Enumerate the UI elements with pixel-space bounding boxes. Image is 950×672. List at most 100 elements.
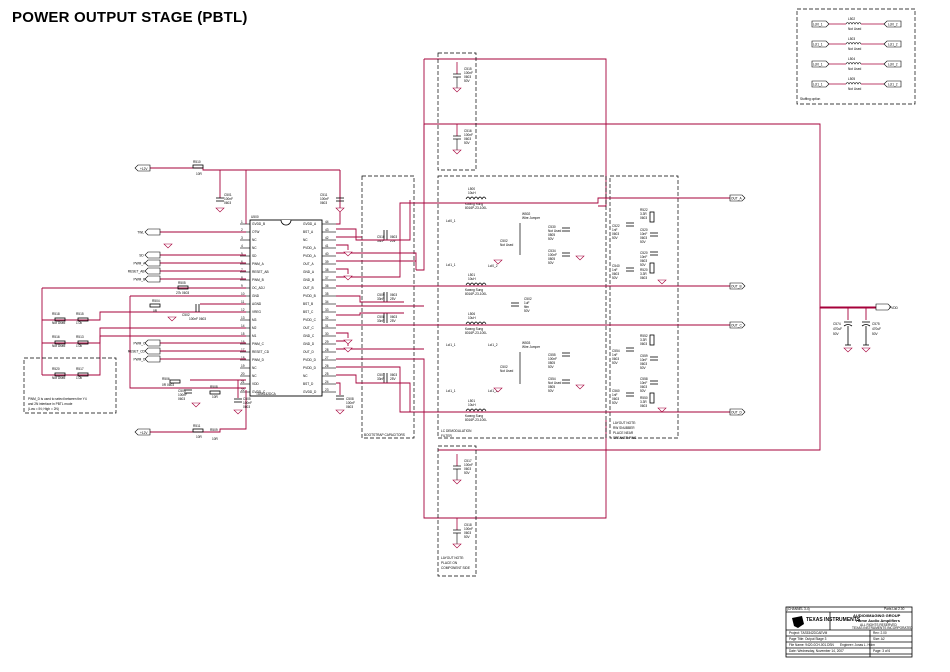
r511-value: 10R bbox=[196, 435, 203, 439]
svg-text:Not Used: Not Used bbox=[548, 381, 562, 385]
ic-left-pin-name: VREG bbox=[252, 310, 262, 314]
ground-icon bbox=[575, 384, 585, 390]
inductor-icon bbox=[845, 22, 862, 25]
input-label: RESET_CD bbox=[128, 349, 146, 353]
tb-rev: Rev: 2.00 bbox=[873, 631, 887, 635]
power-rails bbox=[416, 58, 878, 519]
snubber-note-2: RW SNUBBER bbox=[613, 426, 635, 430]
ic-left-pin-number: 7 bbox=[241, 268, 243, 272]
svg-text:C540: C540 bbox=[612, 264, 620, 268]
stuffing-right-label: LcI1_2 bbox=[888, 82, 898, 86]
stuffing-left-label: LcI0_1 bbox=[813, 22, 823, 26]
svg-text:0603: 0603 bbox=[640, 236, 647, 240]
ic-left-pin-number: 10 bbox=[241, 292, 245, 296]
svg-text:C508: C508 bbox=[377, 315, 385, 319]
ic-right-pin-name: BST_D bbox=[303, 382, 314, 386]
cap-spec: 0603 bbox=[464, 531, 471, 535]
ic-left-pin-name: OTW bbox=[252, 230, 259, 234]
tb-date: Date: Wednesday, November 14, 2007 bbox=[789, 649, 844, 653]
svg-text:0805: 0805 bbox=[548, 257, 555, 261]
inductor-icon bbox=[465, 408, 487, 412]
svg-text:50V: 50V bbox=[548, 365, 555, 369]
svg-text:0603: 0603 bbox=[390, 373, 397, 377]
stuffing-left-port bbox=[811, 20, 830, 28]
tb-page-title: Page Title: Output Stage 3 bbox=[789, 637, 827, 641]
svg-text:C502: C502 bbox=[500, 239, 508, 243]
svg-text:LcI0_1: LcI0_1 bbox=[446, 219, 456, 223]
ic-left-pin-number: 18 bbox=[241, 356, 245, 360]
cap-spec: 100nF bbox=[464, 71, 473, 75]
output-label: OUT_D bbox=[731, 410, 743, 414]
inductor-icon bbox=[845, 62, 862, 65]
svg-text:LcI1_2: LcI1_2 bbox=[488, 389, 498, 393]
stuffing-right-label: LcI1_2 bbox=[888, 42, 898, 46]
c505-package: 0603 bbox=[243, 405, 250, 409]
ground-icon bbox=[452, 543, 462, 549]
svg-text:25V: 25V bbox=[390, 239, 397, 243]
ground-icon bbox=[452, 149, 462, 155]
ic-left-pin-name: VDD bbox=[252, 382, 259, 386]
svg-text:0603: 0603 bbox=[612, 232, 619, 236]
inductor-value: 10uH bbox=[468, 403, 476, 407]
snubber-note-3: PLACE NEAR bbox=[613, 431, 634, 435]
ic-left-pin-number: 15 bbox=[241, 332, 245, 336]
ic-left-pin-name: M2 bbox=[252, 326, 257, 330]
ground-icon bbox=[575, 255, 585, 261]
ic-left-pin-name: NC bbox=[252, 374, 257, 378]
ic-left-pin-name: AGND bbox=[252, 302, 262, 306]
r504-value: 0R bbox=[153, 309, 158, 313]
ic-right-pin-name: GVDD_A bbox=[303, 222, 317, 226]
svg-text:50V: 50V bbox=[548, 237, 555, 241]
lc-filter-label-1: LC DEMODULATION bbox=[441, 429, 472, 433]
ic-right-pin-name: BST_B bbox=[303, 302, 313, 306]
input-port bbox=[144, 267, 161, 275]
svg-text:1nF: 1nF bbox=[612, 268, 618, 272]
svg-text:0603: 0603 bbox=[640, 216, 647, 220]
svg-text:33nF: 33nF bbox=[377, 239, 384, 243]
pvdd-net-label: PVDD bbox=[889, 306, 899, 310]
input-port bbox=[144, 275, 161, 283]
ic-left-pin-number: 16 bbox=[241, 340, 245, 344]
svg-text:film: film bbox=[524, 305, 529, 309]
input-label: RESET_AB bbox=[128, 269, 145, 273]
svg-text:Not Used: Not Used bbox=[52, 376, 66, 380]
ic-right-pin-name: NC bbox=[303, 374, 308, 378]
stuffing-label: Stuffing option bbox=[800, 97, 821, 101]
svg-text:0805: 0805 bbox=[548, 361, 555, 365]
svg-text:25V: 25V bbox=[390, 377, 397, 381]
ic-left-pin-name: PWM_A bbox=[252, 262, 265, 266]
pwm-note-2: and 2N interface in PBTL mode bbox=[28, 402, 73, 406]
svg-text:C502: C502 bbox=[524, 297, 532, 301]
svg-text:R513: R513 bbox=[76, 335, 84, 339]
svg-text:0603: 0603 bbox=[612, 397, 619, 401]
cap-ref: C518 bbox=[464, 523, 472, 527]
ic-right-pin-number: 36 bbox=[325, 284, 329, 288]
cap-ref: C515 bbox=[464, 67, 472, 71]
ic-left-pin-number: 6 bbox=[241, 260, 243, 264]
svg-text:0603: 0603 bbox=[640, 362, 647, 366]
input-label: PWM_B bbox=[134, 277, 146, 281]
svg-text:Not Used: Not Used bbox=[52, 344, 66, 348]
ic-left-pin-number: 19 bbox=[241, 364, 245, 368]
ic-right-pin-number: 29 bbox=[325, 340, 329, 344]
ground-icon bbox=[657, 407, 667, 413]
ic-right-pin-name: BST_A bbox=[303, 230, 314, 234]
input-port bbox=[144, 355, 161, 363]
svg-text:50V: 50V bbox=[640, 240, 647, 244]
svg-text:C558: C558 bbox=[640, 377, 648, 381]
inductor-mfr: Kwang Sung bbox=[465, 414, 483, 418]
cap-spec: 0603 bbox=[464, 137, 471, 141]
output-wires bbox=[336, 197, 730, 450]
c505-value: 100nF bbox=[243, 401, 252, 405]
svg-text:C559: C559 bbox=[640, 354, 648, 358]
c508-package: 0603 bbox=[346, 405, 353, 409]
svg-text:C502: C502 bbox=[500, 365, 508, 369]
cap-spec: 0603 bbox=[464, 467, 471, 471]
svg-text:R552: R552 bbox=[640, 334, 648, 338]
ic-right-pin-number: 26 bbox=[325, 364, 329, 368]
inductor-icon bbox=[845, 42, 862, 45]
stuffing-left-port bbox=[811, 40, 830, 48]
ic-right-pin-number: 37 bbox=[325, 276, 329, 280]
